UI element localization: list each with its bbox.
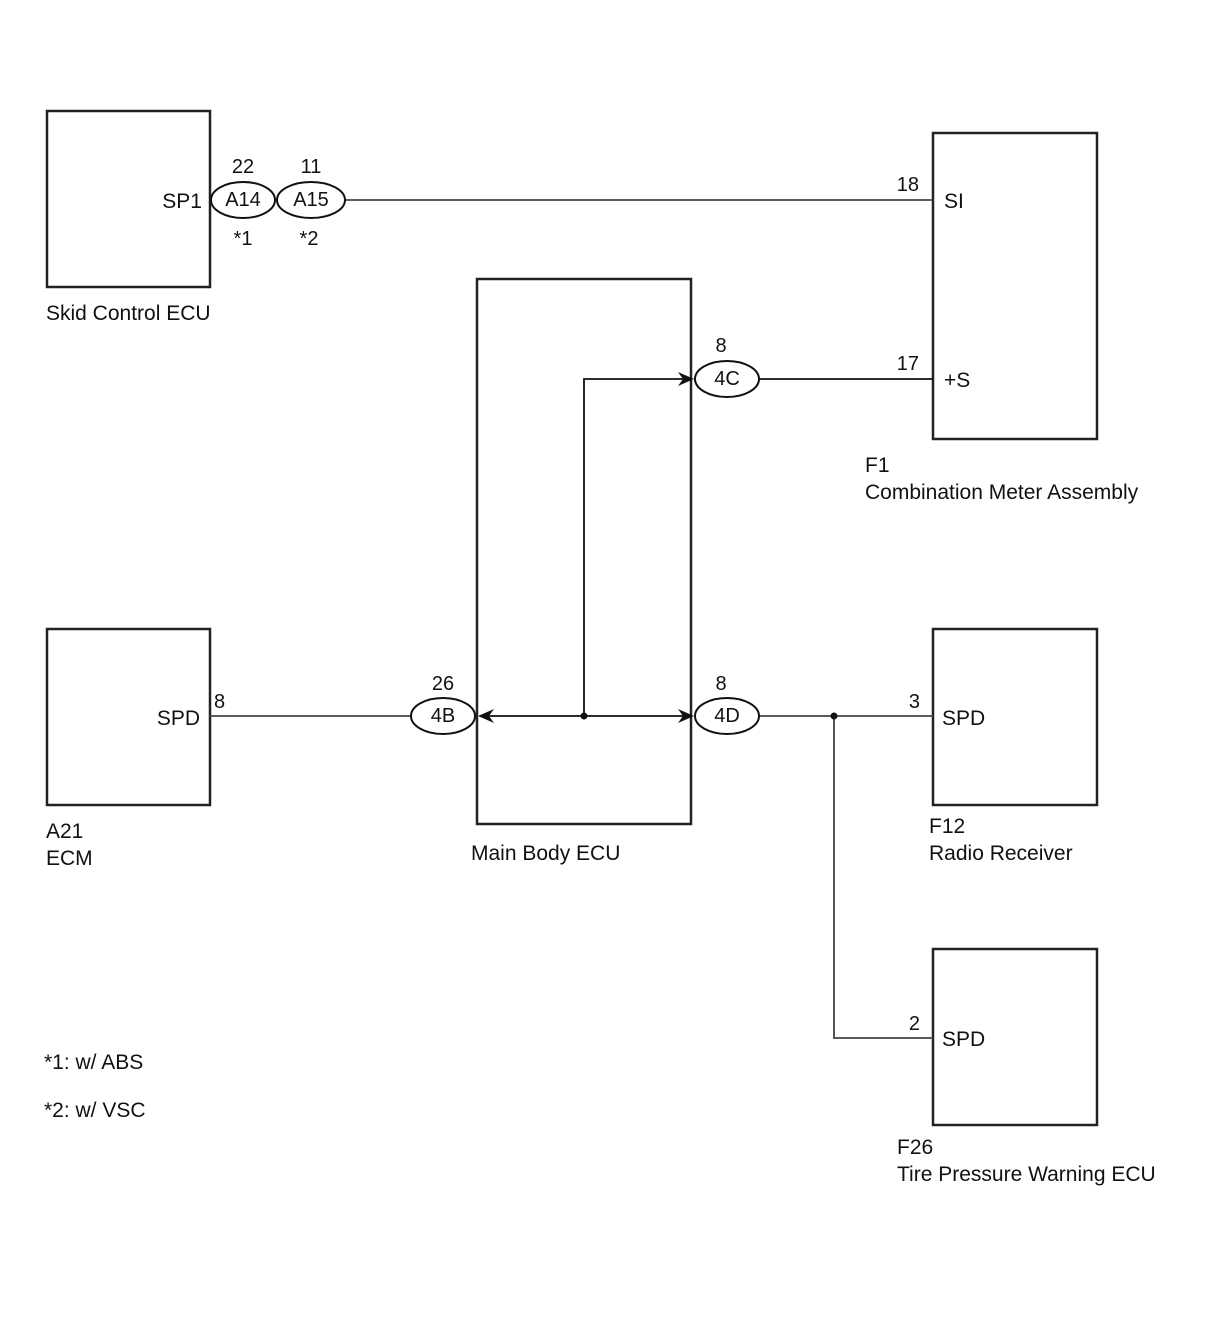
tire-pressure-ecu-code: F26 <box>897 1136 933 1159</box>
skid-control-ecu-box <box>45 109 212 289</box>
terminal-tire-spd: SPD <box>942 1028 985 1051</box>
combination-meter-name: Combination Meter Assembly <box>865 481 1139 504</box>
wire-internal-4c <box>583 378 684 716</box>
ecm-box <box>45 627 212 807</box>
note-vsc: *2: w/ VSC <box>44 1099 146 1122</box>
radio-receiver-name: Radio Receiver <box>929 842 1073 865</box>
chevron-left-icon <box>478 709 494 723</box>
main-body-ecu-name: Main Body ECU <box>471 842 620 865</box>
connector-a14-label: A14 <box>225 189 261 211</box>
chevron-right-icon <box>678 372 694 386</box>
combination-meter-box <box>931 131 1099 441</box>
skid-control-ecu-name: Skid Control ECU <box>46 302 211 325</box>
junction-node <box>830 712 838 720</box>
terminal-sp1: SP1 <box>162 190 202 213</box>
ecm-name: ECM <box>46 847 93 870</box>
connector-a15-label: A15 <box>293 189 329 211</box>
pin-plus-s: 17 <box>897 353 919 375</box>
connector-4d-pin: 8 <box>715 673 726 695</box>
note-abs: *1: w/ ABS <box>44 1051 143 1074</box>
ecm-code: A21 <box>46 820 83 843</box>
connector-a15 <box>276 181 346 219</box>
junction-node <box>580 712 588 720</box>
connector-a15-pin: 11 <box>301 156 322 178</box>
wire-tire-pressure-spd <box>833 716 933 1039</box>
pin-si: 18 <box>897 174 919 196</box>
radio-receiver-code: F12 <box>929 815 965 838</box>
connector-4b <box>410 697 476 735</box>
connector-a14-note: *1 <box>234 228 253 250</box>
pin-radio-spd: 3 <box>909 691 920 713</box>
terminal-si: SI <box>944 190 964 213</box>
connector-a14 <box>210 181 276 219</box>
terminal-ecm-spd: SPD <box>157 707 200 730</box>
radio-receiver-box <box>931 627 1099 807</box>
tire-pressure-ecu-name: Tire Pressure Warning ECU <box>897 1163 1156 1186</box>
connector-4b-pin: 26 <box>432 673 454 695</box>
connector-4d-label: 4D <box>714 705 740 727</box>
connector-4c <box>694 360 760 398</box>
pin-tire-spd: 2 <box>909 1013 920 1035</box>
connector-4d <box>694 697 760 735</box>
connector-4c-label: 4C <box>714 368 740 390</box>
connector-4c-pin: 8 <box>715 335 726 357</box>
pin-ecm-spd: 8 <box>214 691 225 713</box>
connector-a15-note: *2 <box>300 228 319 250</box>
chevron-right-icon <box>678 709 694 723</box>
terminal-plus-s: +S <box>944 369 970 392</box>
connector-a14-pin: 22 <box>232 156 254 178</box>
connector-4b-label: 4B <box>431 705 455 727</box>
combination-meter-code: F1 <box>865 454 890 477</box>
tire-pressure-ecu-box <box>931 947 1099 1127</box>
terminal-radio-spd: SPD <box>942 707 985 730</box>
